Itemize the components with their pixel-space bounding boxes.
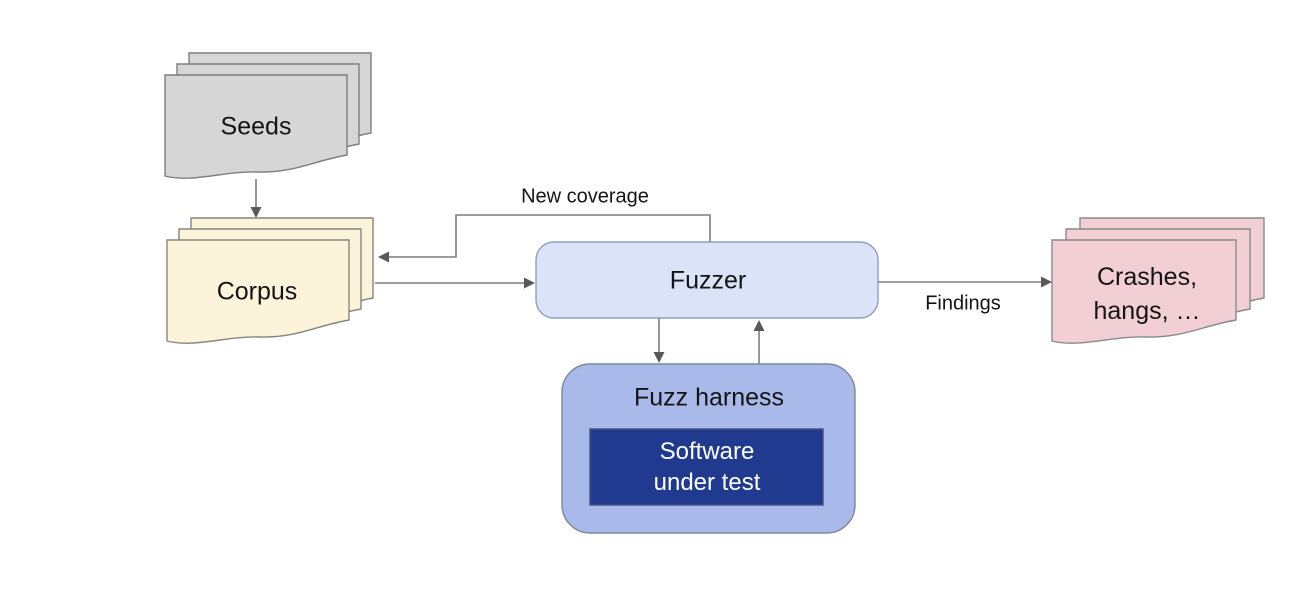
crashes-label: Crashes, hangs, … <box>1093 260 1200 328</box>
arrowhead-seeds-to-corpus <box>250 207 262 218</box>
fuzz-harness-label: Fuzz harness <box>633 383 785 412</box>
corpus-label: Corpus <box>216 277 298 306</box>
software-under-test-box <box>589 428 824 506</box>
findings-label: Findings <box>925 292 1001 315</box>
arrowhead-new-coverage <box>378 251 389 263</box>
arrowhead-harness-to-fuzzer <box>753 320 765 331</box>
arrowhead-corpus-to-fuzzer <box>524 277 535 289</box>
corpus-doc-front <box>166 239 350 344</box>
crashes-stack <box>1051 217 1265 344</box>
seeds-label: Seeds <box>220 112 292 141</box>
crashes-doc-front <box>1051 239 1237 344</box>
arrowhead-fuzzer-to-harness <box>653 352 665 363</box>
fuzzer-box <box>535 241 879 319</box>
corpus-stack <box>166 217 374 344</box>
arrowhead-fuzzer-to-crashes <box>1041 276 1052 288</box>
software-under-test-line1: Software <box>659 438 755 465</box>
seeds-stack <box>164 52 372 179</box>
crashes-line1: Crashes, <box>1096 263 1198 291</box>
edge-new-coverage <box>389 214 711 258</box>
new-coverage-label: New coverage <box>521 185 649 208</box>
seeds-doc-front <box>164 74 348 179</box>
crashes-line2: hangs, … <box>1093 297 1201 325</box>
arrowheads <box>250 207 1052 363</box>
fuzzer-label: Fuzzer <box>669 266 747 295</box>
connectors <box>255 179 1042 364</box>
software-under-test-line2: under test <box>653 469 761 496</box>
software-under-test-label: Software under test <box>654 436 761 498</box>
